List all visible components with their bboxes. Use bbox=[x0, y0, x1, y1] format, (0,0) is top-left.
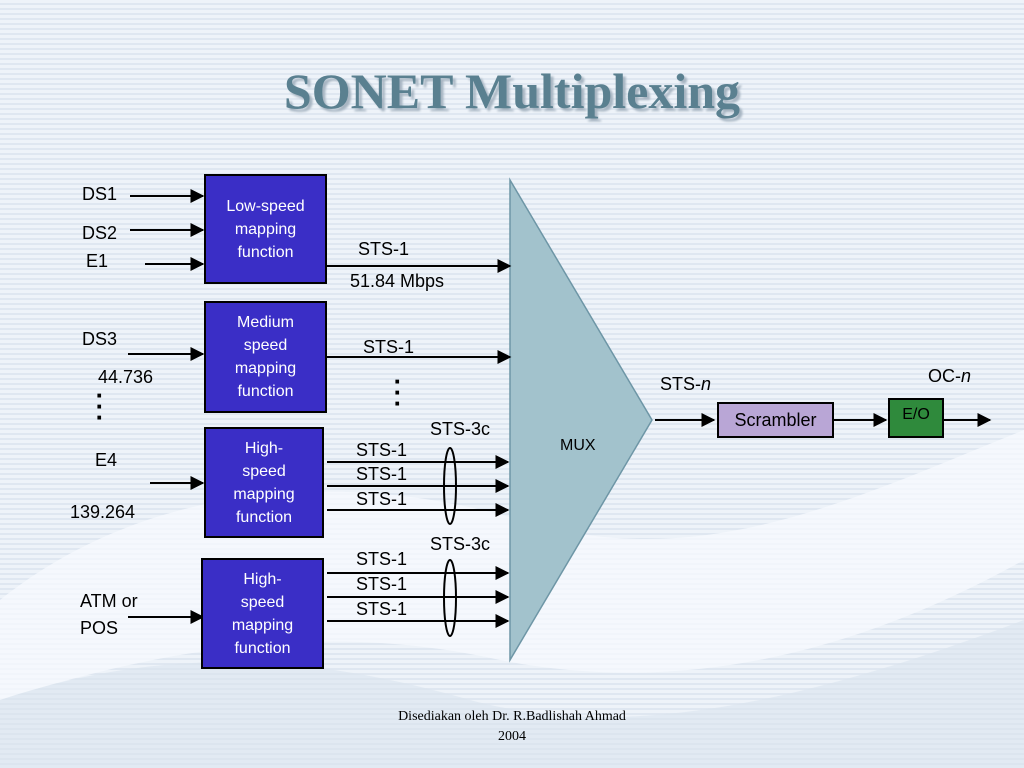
high-speed-2-line-4: function bbox=[234, 639, 291, 657]
ds2-label: DS2 bbox=[82, 223, 118, 243]
oc-n-prefix: OC- bbox=[928, 366, 961, 386]
high-speed-1-line-1: High- bbox=[244, 439, 284, 457]
ds3-label: DS3 bbox=[82, 329, 118, 349]
medium-speed-mapping-box: Medium speed mapping function bbox=[204, 301, 327, 413]
oc-n-label: OC-n bbox=[928, 366, 971, 386]
medium-speed-line-2: speed bbox=[243, 337, 288, 354]
atm-label: ATM or bbox=[80, 591, 138, 611]
sts1-label-high2-b: STS-1 bbox=[356, 574, 408, 594]
e4-rate-label: 139.264 bbox=[70, 502, 136, 522]
high-speed-1-line-4: function bbox=[235, 508, 293, 526]
high-speed-mapping-box-2: High- speed mapping function bbox=[201, 558, 324, 669]
ds1-label: DS1 bbox=[82, 184, 118, 204]
scrambler-box: Scrambler bbox=[717, 402, 834, 438]
mux-triangle bbox=[509, 177, 653, 663]
sts3c-group-ellipse-1 bbox=[443, 447, 457, 525]
sts1-label-low: STS-1 bbox=[358, 239, 410, 259]
ellipsis-dots-outputs: ··· bbox=[393, 366, 403, 418]
e1-label: E1 bbox=[86, 251, 109, 271]
sts3c-label-2: STS-3c bbox=[430, 534, 491, 554]
mux-label: MUX bbox=[560, 437, 596, 454]
sts-n-label: STS-n bbox=[660, 374, 711, 394]
sts3c-group-ellipse-2 bbox=[443, 559, 457, 637]
high-speed-2-line-3: mapping bbox=[231, 616, 294, 634]
footer-author: Disediakan oleh Dr. R.Badlishah Ahmad bbox=[398, 709, 626, 724]
e4-label: E4 bbox=[95, 450, 118, 470]
sts1-label-medium: STS-1 bbox=[363, 337, 415, 357]
low-speed-mapping-box: Low-speed mapping function bbox=[204, 174, 327, 284]
slide-title: SONET Multiplexing bbox=[283, 63, 741, 119]
low-speed-line-1: Low-speed bbox=[226, 197, 305, 215]
sts1-label-high1-a: STS-1 bbox=[356, 440, 408, 460]
high-speed-2-line-1: High- bbox=[243, 570, 282, 588]
medium-speed-line-3: mapping bbox=[234, 360, 297, 377]
sts-n-prefix: STS- bbox=[660, 374, 702, 394]
sts3c-label-1: STS-3c bbox=[430, 419, 491, 439]
footer-credit: Disediakan oleh Dr. R.Badlishah Ahmad 20… bbox=[362, 707, 662, 747]
sts1-label-high2-a: STS-1 bbox=[356, 549, 408, 569]
oc-n-variable: n bbox=[961, 366, 972, 386]
footer-year: 2004 bbox=[498, 729, 526, 744]
high-speed-2-line-2: speed bbox=[240, 593, 285, 611]
sts1-rate-label: 51.84 Mbps bbox=[350, 271, 445, 291]
high-speed-1-line-2: speed bbox=[242, 462, 286, 480]
sts-n-variable: n bbox=[701, 374, 712, 394]
low-speed-line-3: function bbox=[237, 243, 294, 261]
high-speed-1-line-3: mapping bbox=[233, 485, 295, 503]
medium-speed-line-1: Medium bbox=[237, 314, 294, 331]
sts1-label-high1-b: STS-1 bbox=[356, 464, 408, 484]
ellipsis-dots-inputs: ··· bbox=[95, 380, 105, 432]
medium-speed-line-4: function bbox=[237, 383, 294, 400]
sts1-label-high1-c: STS-1 bbox=[356, 489, 408, 509]
eo-box: E/O bbox=[888, 398, 944, 438]
high-speed-mapping-box-1: High- speed mapping function bbox=[204, 427, 324, 538]
ds3-rate-label: 44.736 bbox=[98, 367, 154, 387]
sts1-label-high2-c: STS-1 bbox=[356, 599, 408, 619]
pos-label: POS bbox=[80, 618, 119, 638]
low-speed-line-2: mapping bbox=[234, 220, 297, 238]
